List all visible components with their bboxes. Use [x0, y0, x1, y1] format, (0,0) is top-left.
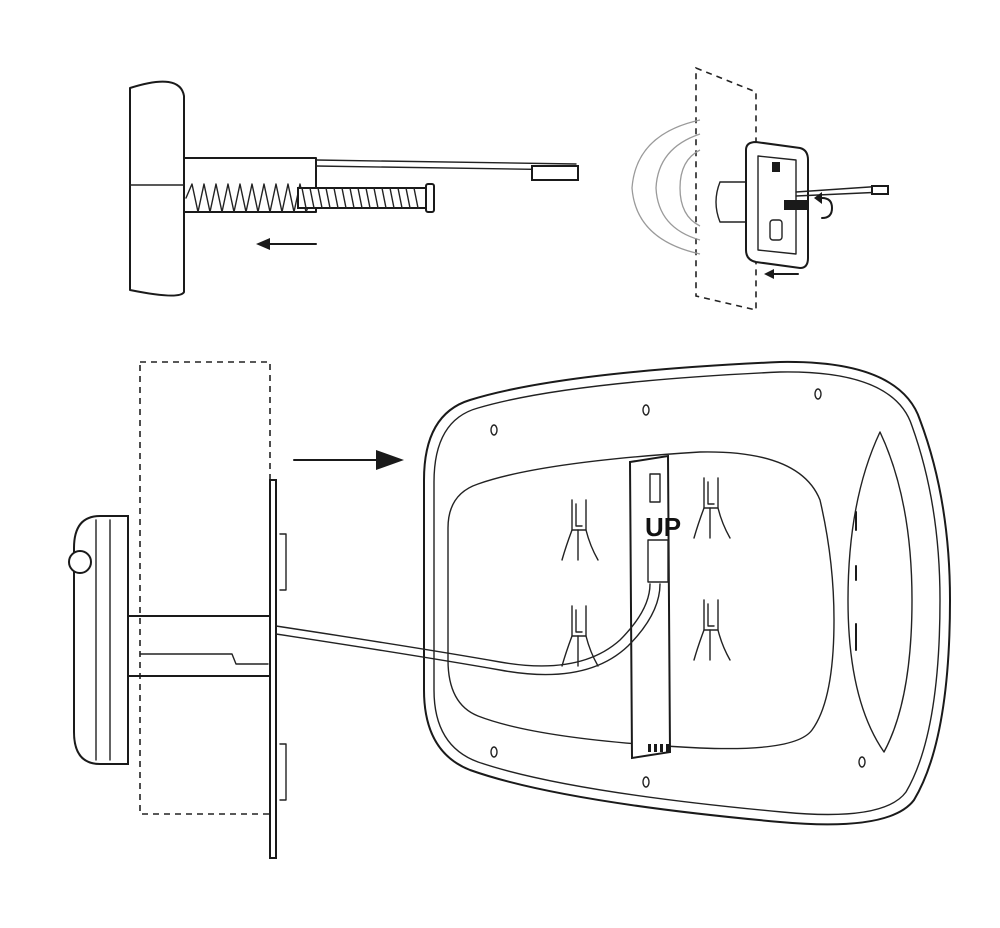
plate-hole: [769, 219, 783, 241]
door-section: [139, 361, 271, 815]
arrow-left-icon: [256, 238, 317, 250]
screw-hole: [642, 404, 650, 416]
camera-dome: [129, 80, 185, 297]
rotate-icon: [814, 192, 833, 219]
screw-hole: [490, 746, 498, 758]
through-tube: [127, 615, 273, 677]
cable-view-panel: UP: [68, 360, 952, 859]
sleeve-tube: [183, 157, 317, 213]
screw-head: [425, 183, 435, 213]
mount-cable-connector: [871, 185, 889, 195]
cable-connector: [531, 165, 579, 181]
screw-hole: [642, 776, 650, 788]
inner-plate: [269, 479, 277, 859]
screw-thread: [301, 187, 419, 209]
mount-view-panel: [631, 66, 889, 312]
ribbon-cable: [275, 583, 651, 667]
clip-icon: [693, 599, 731, 661]
door-tube: [715, 181, 749, 223]
arrow-left-icon: [764, 269, 799, 279]
outer-dome: [631, 119, 701, 255]
clip-icon: [561, 605, 599, 667]
strip-port: [647, 539, 669, 583]
arrow-right-icon: [293, 450, 404, 470]
camera-lens: [68, 550, 92, 574]
screw-hole: [490, 424, 498, 436]
side-view-panel: [129, 80, 579, 297]
screw-hole: [858, 756, 866, 768]
mount-cable: [795, 185, 885, 197]
mount-screw: [784, 200, 808, 210]
monitor-housing: [423, 360, 952, 826]
spring-icon: [185, 183, 313, 213]
plate-slot: [772, 162, 780, 172]
up-label: UP: [645, 512, 681, 542]
door-outline: [695, 66, 757, 312]
strip-vents: [648, 744, 669, 752]
side-stand: [847, 431, 913, 753]
mounting-plate: [745, 140, 809, 270]
screw-hole: [814, 388, 822, 400]
strip-slot: [649, 473, 661, 503]
camera-unit: [73, 515, 129, 765]
back-recess: [447, 451, 835, 750]
clip-icon: [693, 477, 731, 539]
clip-icon: [561, 499, 599, 561]
bracket-strip: [628, 454, 672, 760]
